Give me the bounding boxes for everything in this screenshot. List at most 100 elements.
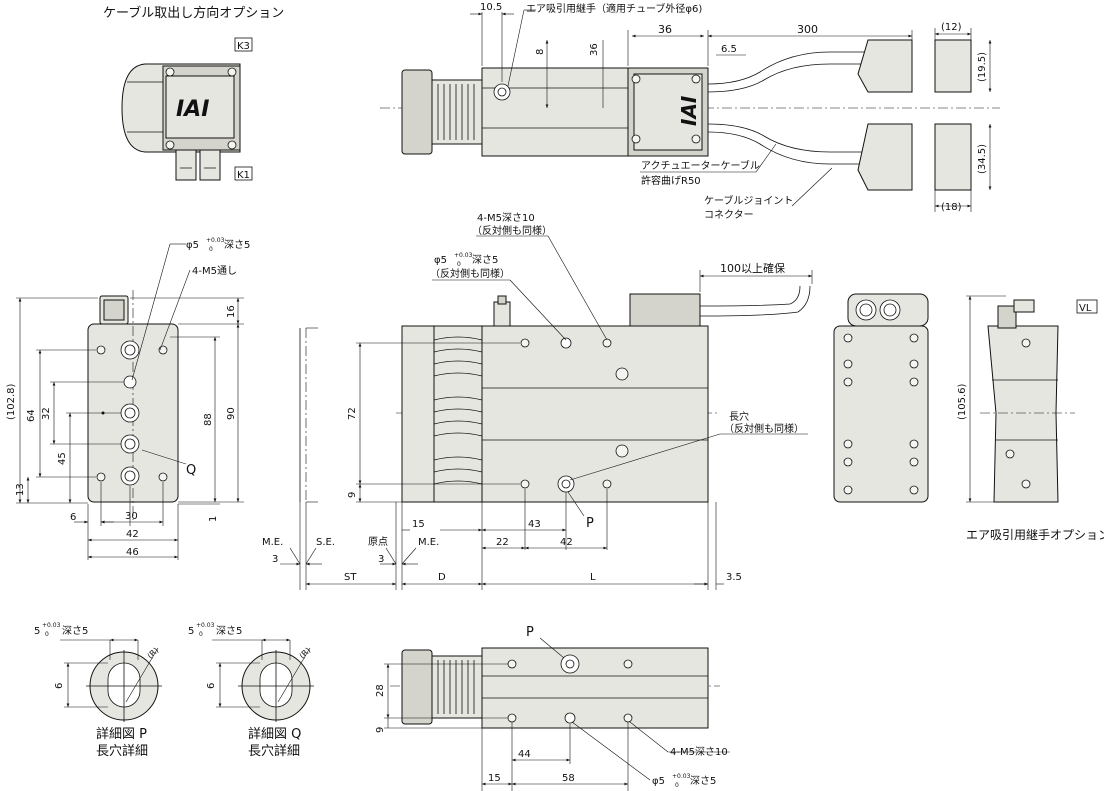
dim-1: 1 — [208, 516, 219, 522]
detail-q-r: (R) — [298, 646, 313, 661]
detail-q: 5 +0.03 0 深さ5 (R) 6 詳細図 Q 長穴詳細 — [188, 622, 314, 759]
detail-p-5: 5 — [34, 626, 40, 637]
dim-3-me: 3 — [272, 554, 278, 565]
bottom-pin-tol0: 0 — [675, 782, 679, 789]
side-view: 4-M5深さ10 （反対側も同様） φ5 +0.03 0 深さ5 （反対側も同様… — [262, 212, 813, 590]
detail-p-r: (R) — [146, 646, 161, 661]
end-pin-tol0: 0 — [209, 246, 213, 253]
note-bend-radius: 許容曲げR50 — [641, 174, 701, 187]
detail-p-depth: 深さ5 — [62, 625, 88, 637]
dim-22: 22 — [496, 537, 509, 548]
dim-28: 28 — [375, 684, 386, 697]
dim-58: 58 — [562, 773, 575, 784]
top-view: IAI 10.5 エア吸引用継手（適用チューブ外径φ6) 8 36 36 — [380, 2, 1000, 221]
iai-logo-top: IAI — [677, 95, 701, 126]
side-pin-depth: 深さ5 — [472, 254, 498, 266]
iai-logo-small: IAI — [176, 97, 209, 122]
detail-q-dim6: 6 — [206, 683, 217, 689]
note-cable-joint: ケーブルジョイント — [704, 194, 793, 207]
detail-q-tol: +0.03 — [196, 622, 215, 629]
dim-46: 46 — [126, 547, 139, 558]
bottom-m5-depth10: 4-M5深さ10 — [670, 746, 728, 758]
detail-q-5: 5 — [188, 626, 194, 637]
bottom-pin-depth: 深さ5 — [690, 775, 716, 787]
dim-300: 300 — [797, 23, 818, 36]
side-slot-opposite: （反対側も同様） — [724, 422, 804, 435]
side-pin-tol0: 0 — [457, 261, 461, 268]
label-me-right: M.E. — [418, 537, 439, 548]
dim-st: ST — [344, 572, 357, 583]
detail-p: 5 +0.03 0 深さ5 (R) 6 詳細図 P 長穴詳細 — [34, 622, 162, 759]
dim-105-6: (105.6) — [957, 383, 968, 420]
side-label-p: P — [586, 516, 594, 531]
side-m5-opposite: （反対側も同様） — [472, 224, 552, 237]
dim-9: 9 — [347, 492, 358, 498]
cable-option-view: K3 IAI K1 — [121, 37, 253, 181]
front-end-view — [833, 293, 929, 503]
label-se: S.E. — [316, 537, 335, 548]
view-label-k3: K3 — [237, 41, 250, 52]
dim-6: 6 — [70, 512, 76, 523]
dim-l: L — [590, 572, 596, 583]
dim-18: (18) — [941, 202, 962, 213]
detail-p-title: 詳細図 P — [96, 726, 147, 742]
dim-64: 64 — [26, 409, 37, 422]
bottom-pin-hole: φ5 — [652, 776, 665, 787]
dim-16: 16 — [226, 305, 237, 318]
detail-q-title: 詳細図 Q — [248, 726, 301, 742]
label-me-left: M.E. — [262, 537, 283, 548]
side-pin-tol: +0.03 — [454, 252, 473, 259]
detail-p-tol0: 0 — [45, 631, 49, 638]
dim-36-vertical: 36 — [589, 43, 600, 56]
label-origin: 原点 — [368, 536, 388, 548]
dim-90: 90 — [226, 407, 237, 420]
side-pin-hole: φ5 — [434, 255, 447, 266]
note-connector: コネクター — [704, 209, 754, 221]
side-pin-opposite: （反対側も同様） — [430, 267, 510, 280]
dim-102-8: (102.8) — [6, 383, 17, 420]
detail-p-subtitle: 長穴詳細 — [96, 743, 148, 759]
dim-19-5: (19.5) — [977, 52, 988, 82]
dim-3-5: 3.5 — [726, 572, 742, 583]
detail-q-subtitle: 長穴詳細 — [248, 743, 300, 759]
dim-34-5: (34.5) — [977, 144, 988, 174]
side-clearance: 100以上確保 — [720, 261, 785, 275]
air-fitting-view: VL (105.6) — [957, 295, 1098, 503]
end-pin-hole: φ5 — [186, 240, 199, 251]
dim-42: 42 — [126, 529, 139, 540]
note-actuator-cable: アクチュエーターケーブル — [641, 159, 760, 172]
dim-3-me2: 3 — [378, 554, 384, 565]
air-option-title: エア吸引用継手オプション — [966, 527, 1104, 542]
dim-45: 45 — [57, 452, 68, 465]
detail-q-tol0: 0 — [199, 631, 203, 638]
dim-10-5: 10.5 — [480, 2, 502, 13]
dim-6-5: 6.5 — [721, 44, 737, 55]
dim-44: 44 — [518, 749, 531, 760]
end-pin-tol: +0.03 — [206, 237, 225, 244]
detail-q-depth: 深さ5 — [216, 625, 242, 637]
detail-p-dim6: 6 — [54, 683, 65, 689]
view-label-vl: VL — [1079, 303, 1092, 314]
dim-42-side: 42 — [560, 537, 573, 548]
dim-13: 13 — [15, 483, 26, 496]
end-label-q: Q — [186, 463, 196, 478]
dim-30: 30 — [125, 511, 138, 522]
end-view: φ5 +0.03 0 深さ5 4-M5通し Q (102.8) 64 32 45… — [6, 237, 250, 560]
note-air-fitting: エア吸引用継手（適用チューブ外径φ6) — [526, 2, 702, 15]
dim-12: (12) — [941, 22, 962, 33]
detail-p-tol: +0.03 — [42, 622, 61, 629]
dim-15-bottom: 15 — [488, 773, 501, 784]
dim-32: 32 — [41, 407, 52, 420]
end-pin-depth: 深さ5 — [224, 239, 250, 251]
bottom-label-p: P — [526, 625, 534, 640]
view-label-k1: K1 — [237, 170, 250, 181]
dim-36: 36 — [658, 23, 672, 36]
dim-43: 43 — [528, 519, 541, 530]
side-slot: 長穴 — [729, 410, 749, 423]
dim-9-bottom: 9 — [375, 727, 386, 733]
dim-15: 15 — [412, 519, 425, 530]
side-m5-depth10: 4-M5深さ10 — [477, 212, 535, 224]
bottom-pin-tol: +0.03 — [672, 773, 691, 780]
end-m5-through: 4-M5通し — [192, 265, 237, 277]
